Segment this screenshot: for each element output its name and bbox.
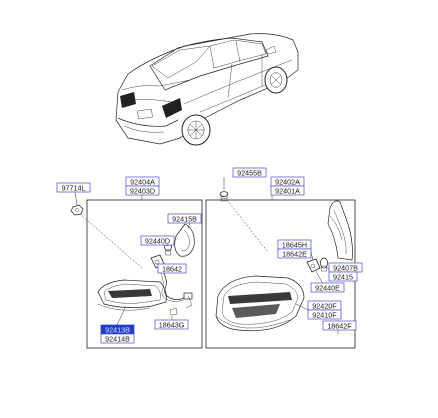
svg-text:92410F: 92410F — [312, 310, 337, 319]
svg-text:18643G: 18643G — [159, 320, 185, 329]
svg-text:92420F: 92420F — [312, 301, 337, 310]
part-label-18642[interactable]: 18642 — [157, 263, 187, 274]
lamp-gasket-icon — [174, 223, 195, 257]
svg-text:92414B: 92414B — [105, 334, 130, 343]
nut-icon — [70, 204, 84, 216]
outer-tail-lamp-icon — [215, 275, 305, 332]
svg-text:92407B: 92407B — [333, 263, 358, 272]
part-label-92410F[interactable]: 92410F — [307, 309, 342, 320]
clip-icon — [169, 307, 178, 316]
svg-text:18642: 18642 — [162, 264, 182, 273]
part-label-92440D[interactable]: 92440D — [140, 235, 175, 246]
bulb-icon — [320, 257, 328, 272]
part-label-92402A[interactable]: 92402A — [270, 176, 305, 187]
svg-text:92415B: 92415B — [172, 214, 197, 223]
svg-text:92401A: 92401A — [275, 186, 300, 195]
part-label-97714L[interactable]: 97714L — [56, 182, 91, 193]
lamp-gasket-icon — [327, 200, 353, 261]
part-label-92415B[interactable]: 92415B — [167, 213, 202, 224]
sedan-rear-three-quarter-icon — [115, 33, 299, 146]
svg-text:92403D: 92403D — [130, 186, 155, 195]
screw-icon — [219, 191, 229, 202]
inner-tail-lamp-icon — [97, 279, 167, 311]
svg-text:92440E: 92440E — [315, 283, 340, 292]
part-label-92413B[interactable]: 92413B — [100, 324, 135, 335]
wiring-harness-icon — [157, 266, 193, 309]
part-label-18642F[interactable]: 18642F — [322, 320, 357, 331]
bulb-socket-icon — [306, 258, 321, 273]
part-label-92401A[interactable]: 92401A — [270, 185, 305, 196]
part-label-92420F[interactable]: 92420F — [307, 300, 342, 311]
svg-text:18642F: 18642F — [327, 321, 352, 330]
svg-text:92413B: 92413B — [105, 325, 130, 334]
part-label-92414B[interactable]: 92414B — [100, 333, 135, 344]
part-label-18642E[interactable]: 18642E — [277, 248, 312, 259]
part-label-92407B[interactable]: 92407B — [328, 262, 363, 273]
svg-text:92402A: 92402A — [275, 177, 300, 186]
svg-text:18645H: 18645H — [282, 240, 307, 249]
svg-text:92455B: 92455B — [237, 168, 262, 177]
svg-text:92440D: 92440D — [145, 236, 170, 245]
svg-text:18642E: 18642E — [282, 249, 307, 258]
part-label-18643G[interactable]: 18643G — [154, 319, 189, 330]
part-label-18645H[interactable]: 18645H — [277, 239, 312, 250]
part-label-92403D[interactable]: 92403D — [125, 185, 160, 196]
part-label-92440E[interactable]: 92440E — [310, 282, 345, 293]
left-lamp-panel — [86, 199, 203, 349]
part-label-92455B[interactable]: 92455B — [232, 167, 267, 178]
svg-text:97714L: 97714L — [62, 183, 86, 192]
svg-text:92404A: 92404A — [130, 177, 155, 186]
svg-text:92415: 92415 — [333, 272, 353, 281]
part-label-92404A[interactable]: 92404A — [125, 176, 160, 187]
part-label-92415[interactable]: 92415 — [328, 271, 358, 282]
